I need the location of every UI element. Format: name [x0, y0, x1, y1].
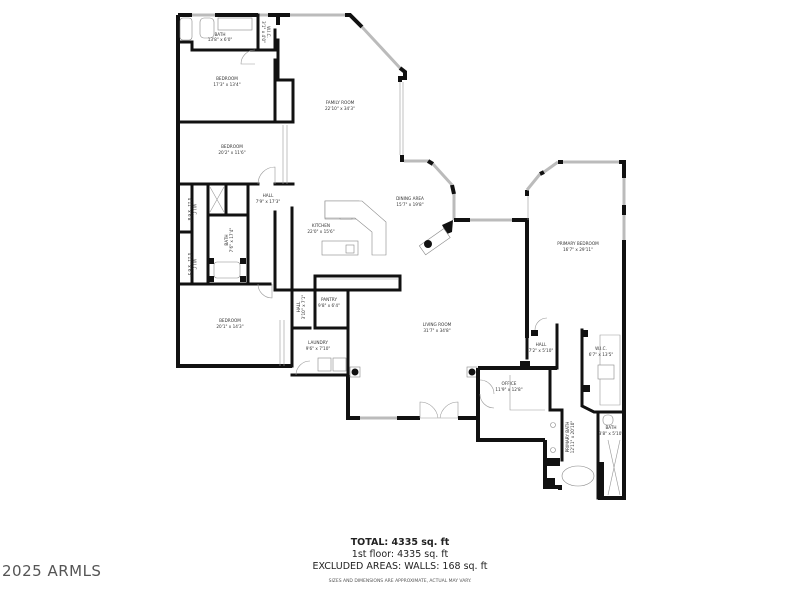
- room-dims-bath-1: 13'8" x 6'0": [208, 37, 233, 42]
- watermark: 2025 ARMLS: [2, 562, 102, 580]
- room-label-wic-1: W.I.C.: [192, 204, 197, 216]
- room-label-wic-2: W.I.C.: [192, 259, 197, 271]
- room-dims-primary-bath: 12'11" x 20'10": [570, 421, 575, 454]
- room-dims-primary-bedroom: 16'7" x 29'11": [563, 247, 593, 252]
- floor-area: 1st floor: 4335 sq. ft: [351, 549, 449, 560]
- room-dims-wic-1: 4'11" x 6'8": [187, 198, 192, 223]
- room-dims-wic-2: 4'11" x 6'5": [187, 253, 192, 278]
- excluded-area: EXCLUDED AREAS: WALLS: 168 sq. ft: [312, 561, 488, 572]
- room-dims-family-room: 22'10" x 34'3": [325, 106, 355, 111]
- room-label-hall-1: HALL: [263, 193, 274, 198]
- room-label-bedroom-2: BEDROOM: [221, 144, 243, 149]
- room-label-bath-2: BATH: [224, 234, 229, 245]
- room-dims-wic-primary: 6'7" x 13'5": [589, 352, 614, 357]
- left-wing-walls: [176, 13, 295, 368]
- room-label-kitchen: KITCHEN: [312, 223, 330, 228]
- room-label-primary-bedroom: PRIMARY BEDROOM: [557, 241, 599, 246]
- room-label-primary-bath: PRIMARY BATH: [565, 422, 570, 453]
- room-dims-hall-2: 3'10" x 7'1": [301, 295, 306, 320]
- room-label-hall-3: HALL: [536, 342, 547, 347]
- room-dims-bath-3: 3'8" x 5'10": [599, 431, 624, 436]
- room-label-living-room: LIVING ROOM: [423, 322, 452, 327]
- room-dims-office: 11'9" x 12'8": [495, 387, 522, 392]
- room-labels: BATH 13'8" x 6'0" W.I.C. 3'1" x 4'0" BED…: [187, 21, 623, 453]
- room-label-bath-1: BATH: [214, 32, 225, 37]
- room-dims-laundry: 9'6" x 7'10": [306, 346, 331, 351]
- room-label-family-room: FAMILY ROOM: [326, 100, 355, 105]
- room-label-laundry: LAUNDRY: [308, 340, 328, 345]
- room-dims-kitchen: 22'0" x 15'6": [307, 229, 334, 234]
- disclaimer: SIZES AND DIMENSIONS ARE APPROXIMATE, AC…: [328, 579, 472, 584]
- right-wing-walls: [476, 160, 626, 500]
- total-area: TOTAL: 4335 sq. ft: [350, 537, 450, 548]
- room-dims-wic-top: 3'1" x 4'0": [261, 21, 266, 43]
- room-label-hall-2: HALL: [296, 301, 301, 312]
- room-label-bedroom-3: BEDROOM: [219, 318, 241, 323]
- room-dims-hall-3: 7'2" x 5'10": [529, 348, 554, 353]
- room-dims-bath-2: 7'6" x 17'4": [229, 228, 234, 253]
- room-label-bedroom-1: BEDROOM: [216, 76, 238, 81]
- room-label-pantry: PANTRY: [321, 297, 337, 302]
- room-dims-living-room: 31'7" x 34'8": [423, 328, 450, 333]
- room-dims-pantry: 9'8" x 6'4": [318, 303, 340, 308]
- room-dims-bedroom-2: 20'2" x 11'6": [218, 150, 245, 155]
- room-label-bath-3: BATH: [605, 425, 616, 430]
- room-label-dining-area: DINING AREA: [396, 196, 424, 201]
- room-dims-dining-area: 15'7" x 19'8": [396, 202, 423, 207]
- room-label-wic-primary: W.I.C.: [595, 346, 607, 351]
- room-label-wic-top: W.I.C.: [266, 26, 271, 38]
- room-dims-bedroom-1: 17'3" x 13'4": [213, 82, 240, 87]
- room-dims-bedroom-3: 20'1" x 14'3": [216, 324, 243, 329]
- room-dims-hall-1: 7'9" x 17'3": [256, 199, 281, 204]
- center-walls: [273, 13, 529, 420]
- room-label-office: OFFICE: [502, 381, 517, 386]
